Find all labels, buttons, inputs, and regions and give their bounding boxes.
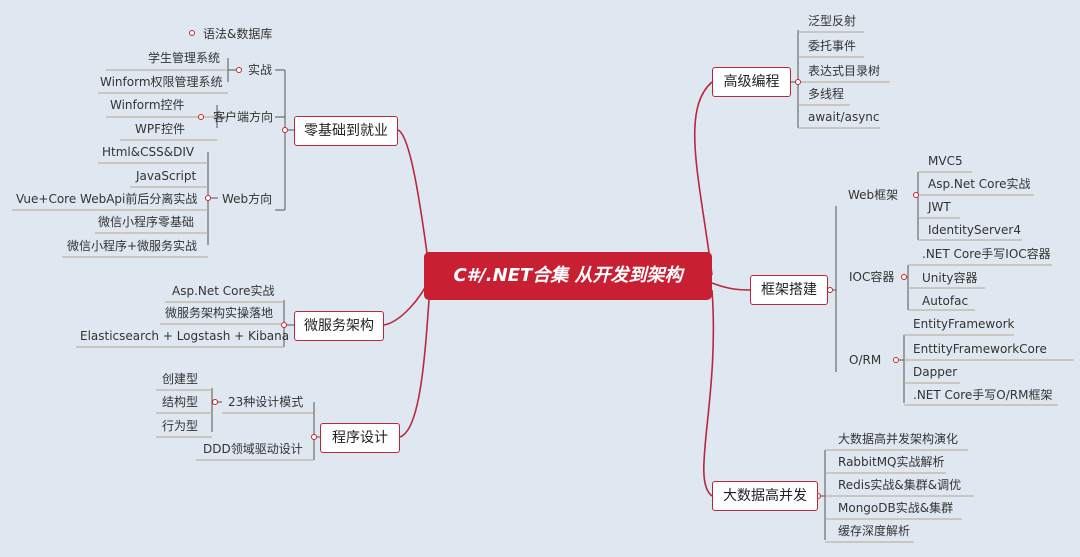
node-syntax-db[interactable]: 语法&数据库 (203, 27, 273, 41)
node-identityserver4[interactable]: IdentityServer4 (928, 223, 1021, 237)
node-mongodb[interactable]: MongoDB实战&集群 (838, 501, 954, 515)
node-wx-basic[interactable]: 微信小程序零基础 (98, 215, 195, 229)
branch-bigdata[interactable]: 大数据高并发 (712, 481, 818, 511)
node-rabbitmq[interactable]: RabbitMQ实战解析 (838, 455, 945, 469)
node-winform-control[interactable]: Winform控件 (110, 98, 185, 112)
branch-zero-to-job[interactable]: 零基础到就业 (294, 116, 398, 146)
branch-framework[interactable]: 框架搭建 (750, 275, 828, 305)
node-vue-core[interactable]: Vue+Core WebApi前后分离实战 (16, 192, 198, 206)
node-delegate-event[interactable]: 委托事件 (808, 39, 857, 53)
node-await-async[interactable]: await/async (808, 110, 880, 124)
node-bigdata-arch[interactable]: 大数据高并发架构演化 (838, 432, 959, 446)
node-handwritten-orm[interactable]: .NET Core手写O/RM框架 (913, 388, 1053, 402)
node-dot (901, 274, 907, 280)
node-dot (311, 434, 317, 440)
node-dot (236, 67, 242, 73)
node-dot (189, 30, 195, 36)
node-dot (198, 114, 204, 120)
node-unity[interactable]: Unity容器 (922, 271, 978, 285)
branch-program-design[interactable]: 程序设计 (320, 423, 400, 453)
node-winform-permission[interactable]: Winform权限管理系统 (100, 75, 223, 89)
node-generic-reflection[interactable]: 泛型反射 (808, 14, 857, 28)
node-cache[interactable]: 缓存深度解析 (838, 524, 911, 538)
node-entityframework[interactable]: EntityFramework (913, 317, 1015, 331)
node-dot (205, 195, 211, 201)
node-wpf-control[interactable]: WPF控件 (135, 122, 186, 136)
node-design-patterns[interactable]: 23种设计模式 (228, 395, 304, 409)
node-aspnet-core-fw[interactable]: Asp.Net Core实战 (928, 177, 1031, 191)
node-orm[interactable]: O/RM (849, 353, 882, 367)
node-dot (893, 357, 899, 363)
node-dot (281, 322, 287, 328)
node-multithread[interactable]: 多线程 (808, 87, 845, 101)
node-structural[interactable]: 结构型 (162, 395, 199, 409)
node-aspnet-core[interactable]: Asp.Net Core实战 (172, 284, 275, 298)
node-web-framework[interactable]: Web框架 (848, 188, 899, 202)
node-ddd[interactable]: DDD领域驱动设计 (203, 442, 303, 456)
node-client[interactable]: 客户端方向 (213, 110, 274, 124)
node-expression-tree[interactable]: 表达式目录树 (808, 64, 881, 78)
node-efcore[interactable]: EnttityFrameworkCore (913, 342, 1047, 356)
node-student-system[interactable]: 学生管理系统 (148, 51, 221, 65)
node-elk[interactable]: Elasticsearch + Logstash + Kibana (80, 329, 290, 343)
node-dot (212, 399, 218, 405)
node-dot (795, 79, 801, 85)
branch-advanced-programming[interactable]: 高级编程 (712, 67, 791, 97)
node-handwritten-ioc[interactable]: .NET Core手写IOC容器 (922, 247, 1051, 261)
node-creational[interactable]: 创建型 (162, 372, 199, 386)
node-redis[interactable]: Redis实战&集群&调优 (838, 478, 962, 492)
node-mvc5[interactable]: MVC5 (928, 154, 963, 168)
node-ioc[interactable]: IOC容器 (849, 270, 895, 284)
node-practice[interactable]: 实战 (248, 63, 273, 77)
node-dot (913, 192, 919, 198)
node-javascript[interactable]: JavaScript (136, 169, 197, 183)
node-micro-practice[interactable]: 微服务架构实操落地 (165, 306, 274, 320)
central-topic[interactable]: C#/.NET合集 从开发到架构 (424, 252, 712, 300)
node-wx-micro[interactable]: 微信小程序+微服务实战 (67, 239, 198, 253)
node-jwt[interactable]: JWT (928, 200, 951, 214)
node-html-css[interactable]: Html&CSS&DIV (102, 145, 195, 159)
node-dot (282, 127, 288, 133)
node-web-direction[interactable]: Web方向 (222, 192, 273, 206)
node-behavioral[interactable]: 行为型 (162, 419, 199, 433)
branch-microservice[interactable]: 微服务架构 (294, 311, 384, 341)
node-dapper[interactable]: Dapper (913, 365, 958, 379)
node-autofac[interactable]: Autofac (922, 294, 969, 308)
